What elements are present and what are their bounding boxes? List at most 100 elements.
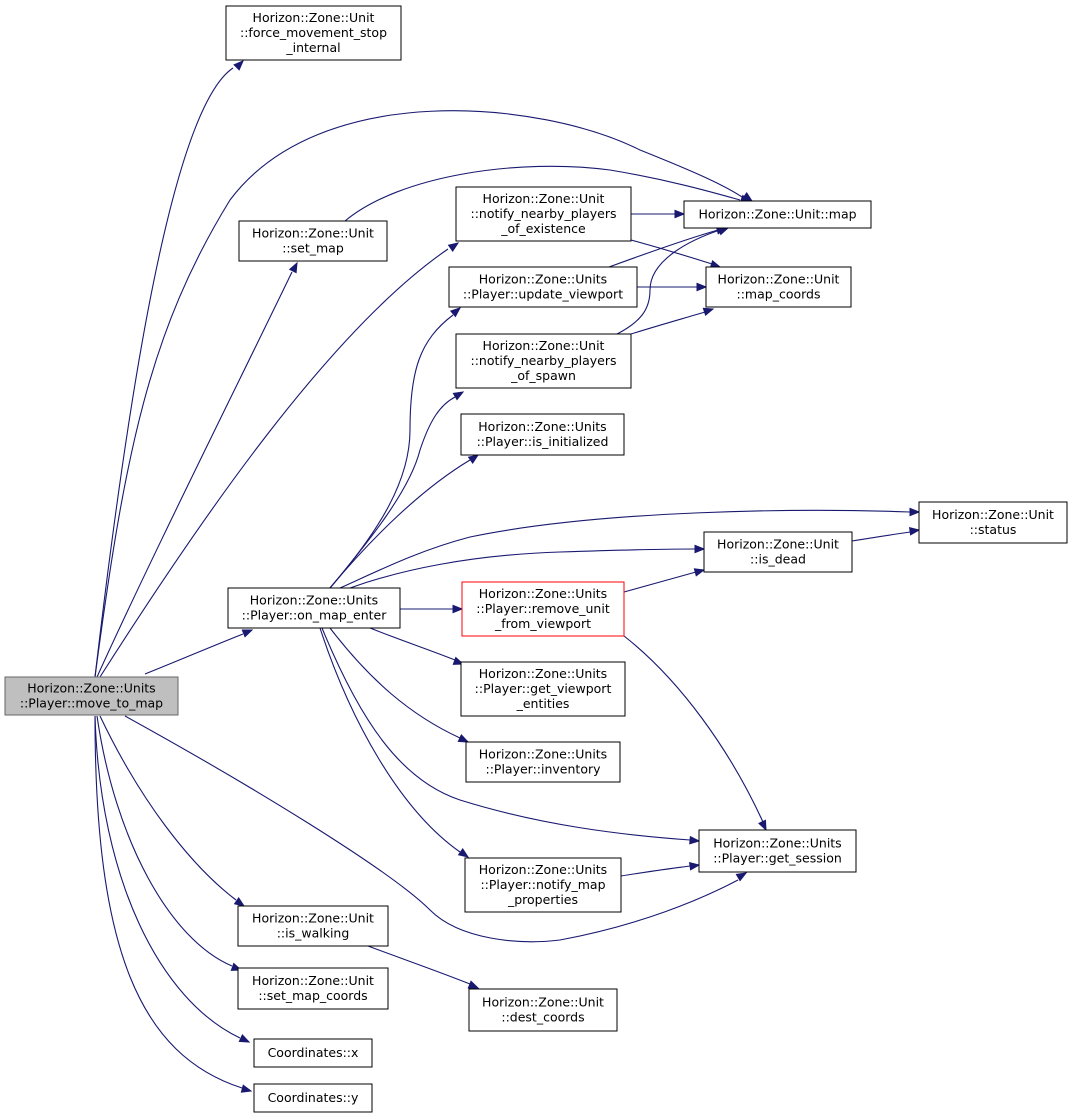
node-remove_unit[interactable]: Horizon::Zone::Units::Player::remove_uni… bbox=[461, 581, 625, 637]
node-box[interactable] bbox=[464, 857, 622, 913]
node-label-line: _internal bbox=[285, 40, 340, 55]
node-box[interactable] bbox=[461, 581, 625, 637]
node-box[interactable] bbox=[705, 266, 852, 308]
node-label-line: Horizon::Zone::Units bbox=[478, 419, 606, 434]
node-notify_spawn[interactable]: Horizon::Zone::Unit::notify_nearby_playe… bbox=[455, 333, 632, 389]
edge-on_map_enter-to-inventory bbox=[329, 627, 470, 743]
node-notify_existence[interactable]: Horizon::Zone::Unit::notify_nearby_playe… bbox=[455, 186, 632, 242]
node-label-line: ::Player::get_viewport bbox=[475, 681, 612, 696]
node-dest_coords[interactable]: Horizon::Zone::Unit::dest_coords bbox=[468, 988, 618, 1032]
edge-arrowhead bbox=[238, 1034, 251, 1043]
node-label-line: ::map_coords bbox=[737, 287, 821, 302]
edge-is_dead-to-status bbox=[851, 527, 921, 542]
node-box[interactable] bbox=[703, 531, 853, 573]
node-is_initialized[interactable]: Horizon::Zone::Units::Player::is_initial… bbox=[460, 413, 625, 456]
node-box[interactable] bbox=[455, 333, 632, 389]
node-is_dead[interactable]: Horizon::Zone::Unit::is_dead bbox=[703, 531, 853, 573]
edge-arrowhead bbox=[702, 307, 715, 317]
edge-move_to_map-to-notify_existence bbox=[99, 242, 460, 678]
edge-line bbox=[623, 571, 697, 593]
edge-arrowhead bbox=[696, 282, 708, 292]
edge-arrowhead bbox=[233, 60, 244, 71]
node-box[interactable] bbox=[460, 661, 626, 717]
node-label-line: Horizon::Zone::Unit bbox=[253, 10, 375, 25]
nodes-layer: Horizon::Zone::Units::Player::move_to_ma… bbox=[4, 5, 1068, 1113]
node-label-line: ::is_dead bbox=[750, 552, 806, 567]
node-box[interactable] bbox=[4, 676, 179, 716]
node-get_session[interactable]: Horizon::Zone::Units::Player::get_sessio… bbox=[698, 829, 857, 873]
edge-arrowhead bbox=[735, 872, 748, 882]
node-notify_map_properties[interactable]: Horizon::Zone::Units::Player::notify_map… bbox=[464, 857, 622, 913]
node-box[interactable] bbox=[253, 1038, 373, 1068]
node-label-line: ::set_map_coords bbox=[258, 988, 367, 1003]
node-box[interactable] bbox=[238, 220, 388, 262]
node-label-line: Horizon::Zone::Units bbox=[479, 747, 607, 762]
edge-line bbox=[630, 311, 706, 335]
node-set_map[interactable]: Horizon::Zone::Unit::set_map bbox=[238, 220, 388, 262]
node-box[interactable] bbox=[918, 501, 1068, 544]
node-box[interactable] bbox=[683, 200, 872, 229]
node-status[interactable]: Horizon::Zone::Unit::status bbox=[918, 501, 1068, 544]
node-force_stop[interactable]: Horizon::Zone::Unit::force_movement_stop… bbox=[225, 5, 402, 61]
node-label-line: ::Player::update_viewport bbox=[463, 287, 623, 302]
node-label-line: ::force_movement_stop bbox=[240, 25, 387, 40]
node-label-line: ::Player::notify_map bbox=[480, 877, 605, 892]
edge-line bbox=[329, 459, 471, 589]
node-label-line: Horizon::Zone::Units bbox=[479, 272, 607, 287]
edge-move_to_map-to-unit_map bbox=[94, 110, 754, 678]
node-label-line: Horizon::Zone::Unit bbox=[717, 537, 839, 552]
edge-line bbox=[124, 715, 739, 943]
node-box[interactable] bbox=[465, 741, 621, 783]
node-map_coords[interactable]: Horizon::Zone::Unit::map_coords bbox=[705, 266, 852, 308]
node-box[interactable] bbox=[225, 5, 402, 61]
node-label-line: ::Player::move_to_map bbox=[20, 696, 163, 711]
node-move_to_map[interactable]: Horizon::Zone::Units::Player::move_to_ma… bbox=[4, 676, 179, 716]
edge-on_map_enter-to-notify_map_properties bbox=[319, 627, 470, 858]
node-box[interactable] bbox=[237, 905, 389, 947]
edge-on_map_enter-to-update_viewport bbox=[329, 307, 462, 589]
node-box[interactable] bbox=[448, 266, 638, 308]
node-box[interactable] bbox=[698, 829, 857, 873]
node-label-line: ::notify_nearby_players bbox=[471, 206, 617, 221]
node-box[interactable] bbox=[468, 988, 618, 1032]
edge-on_map_enter-to-get_viewport_entities bbox=[369, 627, 465, 665]
node-label-line: Coordinates::x bbox=[268, 1045, 359, 1060]
edge-arrowhead bbox=[467, 454, 480, 465]
node-get_viewport_entities[interactable]: Horizon::Zone::Units::Player::get_viewpo… bbox=[460, 661, 626, 717]
edge-line bbox=[94, 715, 243, 1089]
edge-arrowhead bbox=[452, 604, 464, 614]
node-on_map_enter[interactable]: Horizon::Zone::Units::Player::on_map_ent… bbox=[227, 587, 401, 629]
node-label-line: Horizon::Zone::Unit bbox=[252, 911, 374, 926]
edge-line bbox=[344, 165, 741, 222]
node-box[interactable] bbox=[227, 587, 401, 629]
node-update_viewport[interactable]: Horizon::Zone::Units::Player::update_vie… bbox=[448, 266, 638, 308]
edge-line bbox=[94, 110, 746, 678]
node-label-line: _of_existence bbox=[500, 221, 586, 236]
edge-move_to_map-to-force_stop bbox=[94, 60, 244, 678]
edge-line bbox=[616, 229, 721, 335]
node-unit_map[interactable]: Horizon::Zone::Unit::map bbox=[683, 200, 872, 229]
edge-move_to_map-to-get_session bbox=[124, 715, 748, 943]
node-box[interactable] bbox=[460, 413, 625, 456]
edge-line bbox=[851, 531, 911, 542]
node-label-line: ::Player::is_initialized bbox=[477, 434, 609, 449]
node-label-line: ::notify_nearby_players bbox=[471, 353, 617, 368]
edge-line bbox=[96, 271, 293, 678]
edge-line bbox=[339, 509, 911, 589]
node-label-line: Horizon::Zone::Unit bbox=[483, 338, 605, 353]
edge-arrowhead bbox=[674, 209, 686, 219]
node-label-line: ::Player::remove_unit bbox=[476, 601, 610, 616]
edge-arrowhead bbox=[467, 980, 480, 989]
node-box[interactable] bbox=[253, 1083, 373, 1113]
edge-line bbox=[94, 67, 234, 678]
node-box[interactable] bbox=[237, 967, 389, 1010]
node-set_map_coords[interactable]: Horizon::Zone::Unit::set_map_coords bbox=[237, 967, 389, 1010]
node-coord_x[interactable]: Coordinates::x bbox=[253, 1038, 373, 1068]
node-label-line: ::Player::on_map_enter bbox=[242, 608, 388, 623]
node-label-line: ::dest_coords bbox=[501, 1010, 584, 1025]
node-box[interactable] bbox=[455, 186, 632, 242]
edge-arrowhead bbox=[241, 629, 254, 638]
node-coord_y[interactable]: Coordinates::y bbox=[253, 1083, 373, 1113]
node-is_walking[interactable]: Horizon::Zone::Unit::is_walking bbox=[237, 905, 389, 947]
node-inventory[interactable]: Horizon::Zone::Units::Player::inventory bbox=[465, 741, 621, 783]
